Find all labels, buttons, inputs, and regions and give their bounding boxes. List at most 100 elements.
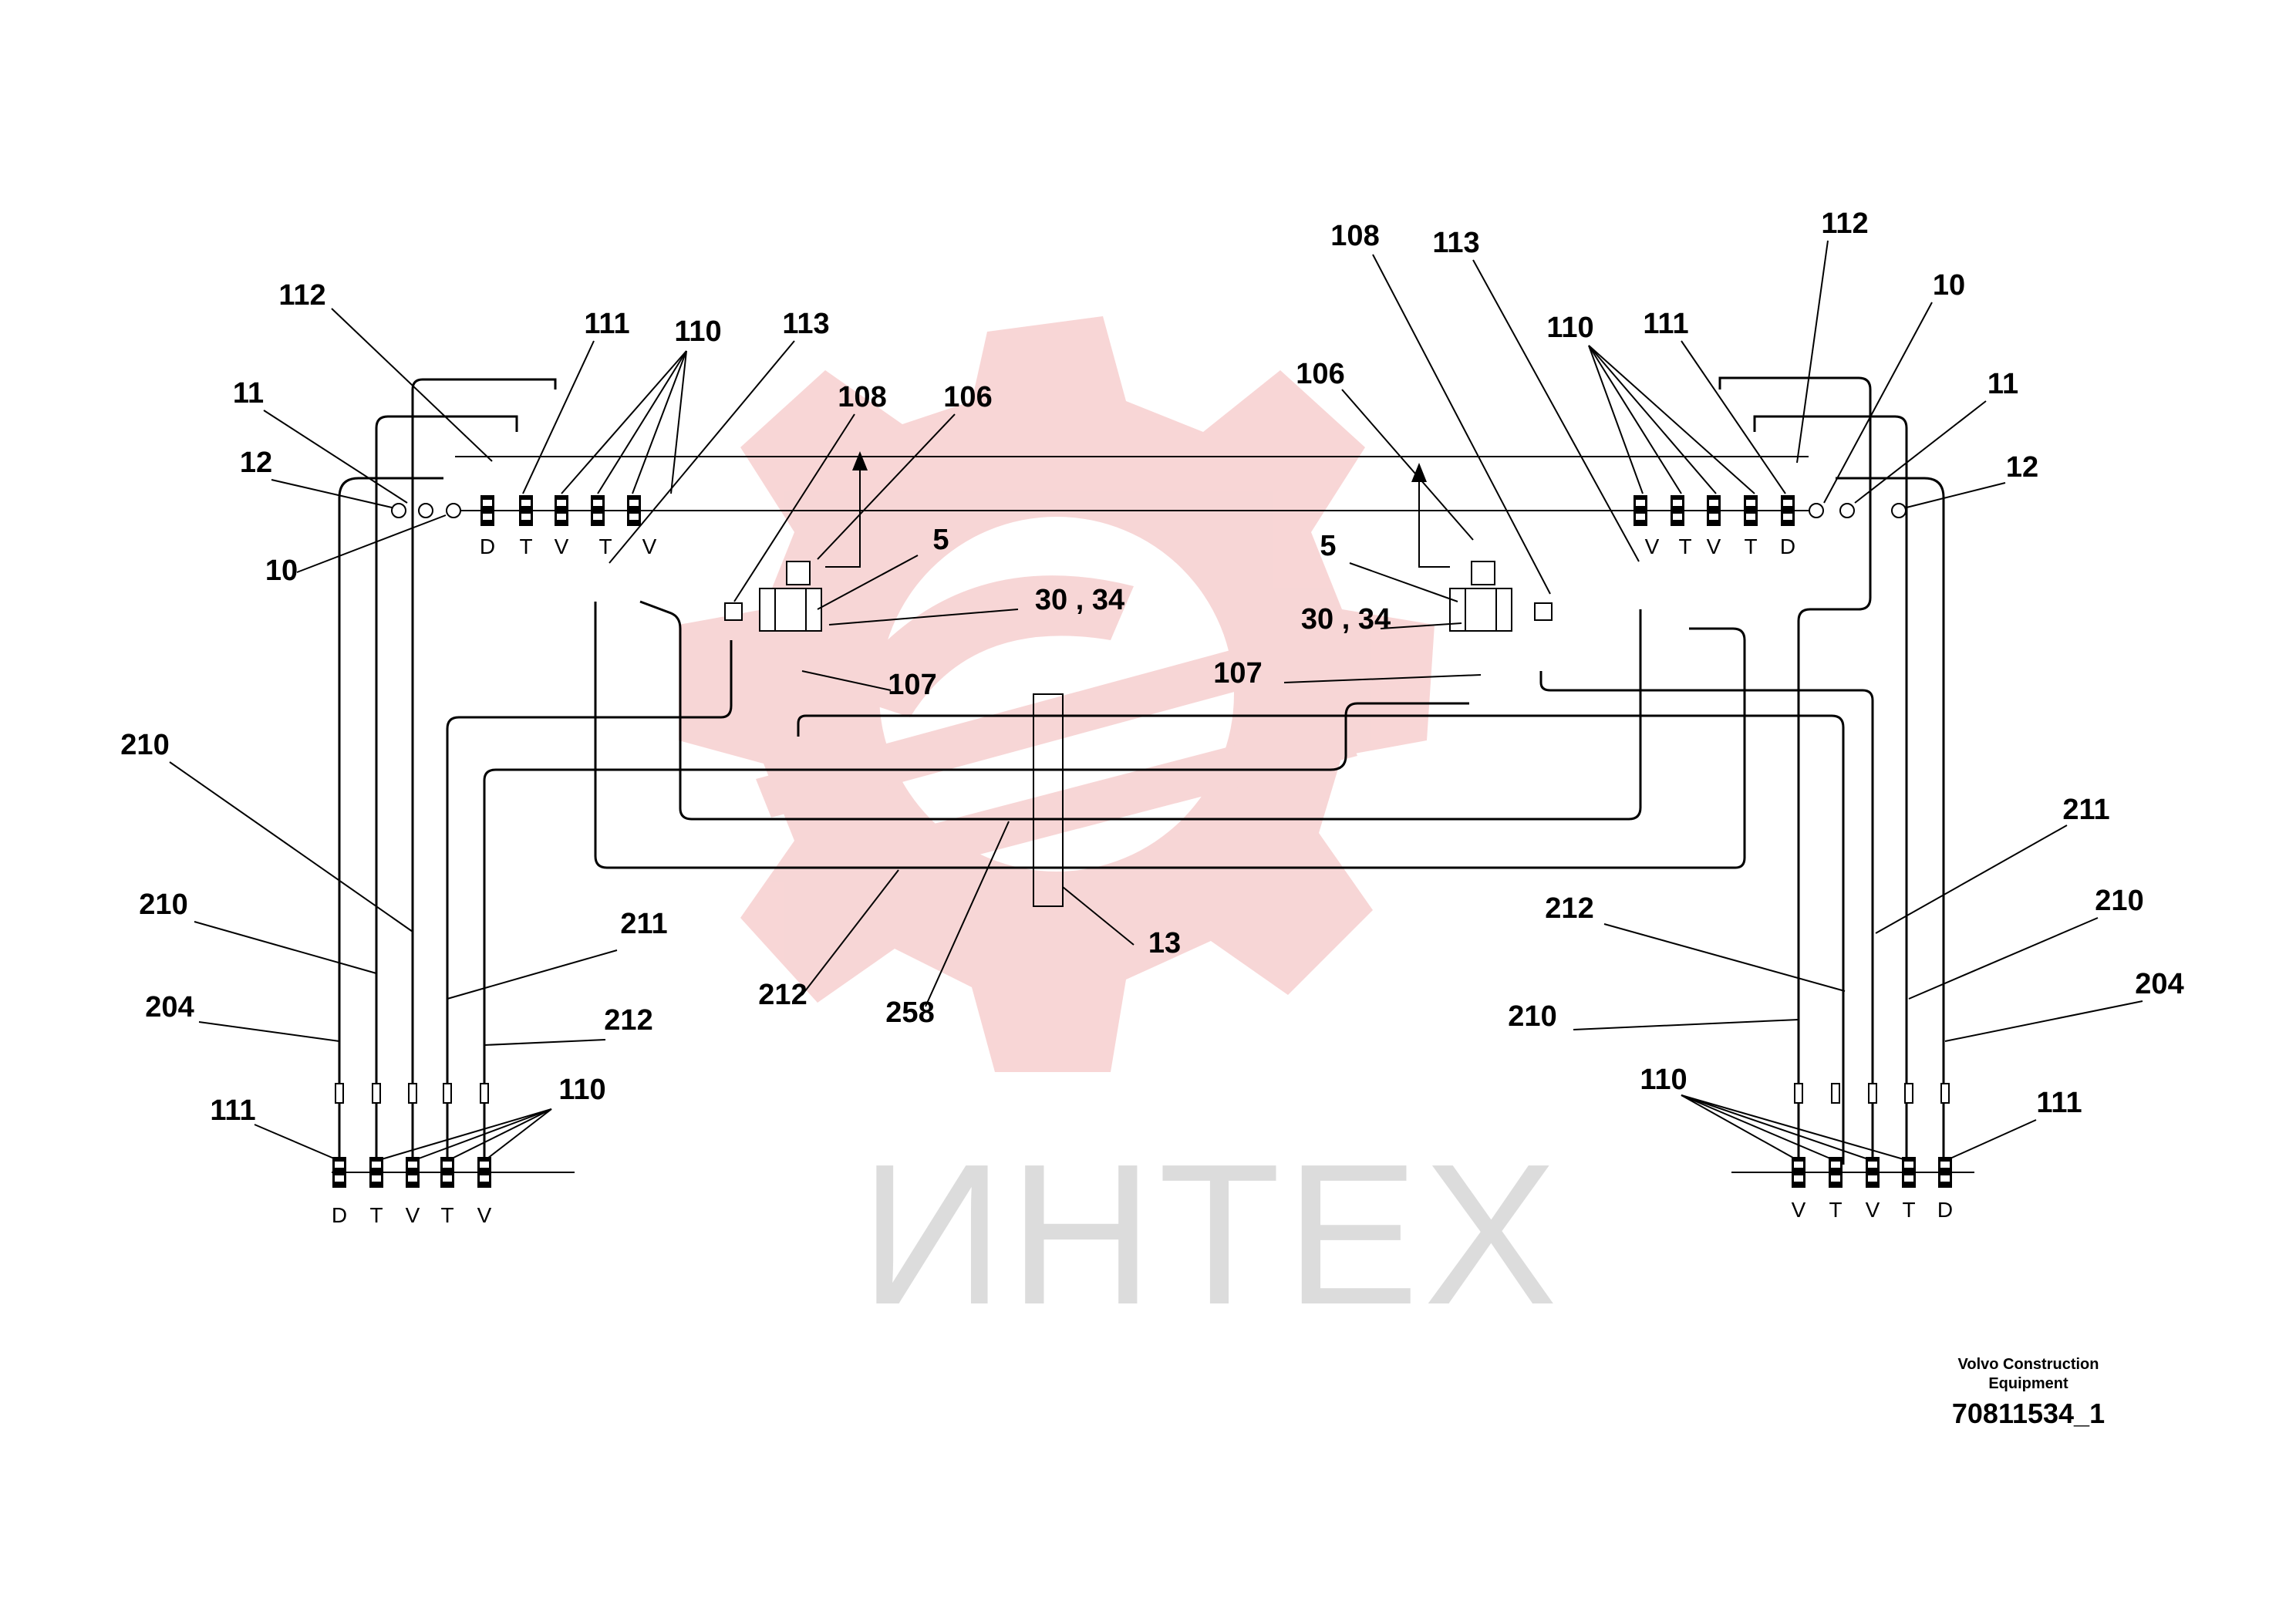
callout-label: 106 (1296, 358, 1344, 390)
leader-line (925, 821, 1010, 1007)
leader-line (1908, 917, 2099, 1000)
callout-label: 111 (1643, 308, 1688, 340)
pipe-211-right (1539, 671, 1874, 1165)
top-fittings (480, 495, 1795, 526)
leader-line (1944, 1000, 2143, 1042)
leader-line (817, 555, 919, 610)
callout-label: 111 (210, 1094, 255, 1127)
leader-line (1944, 1119, 2037, 1162)
port-circle-10-left (446, 503, 461, 518)
fitting-icon (1792, 1157, 1805, 1188)
watermark-text: ИНТЕХ (860, 1123, 1562, 1347)
leader-line (1588, 345, 1717, 494)
hose-end-icon (1831, 1083, 1840, 1104)
port-letter: T (1678, 534, 1691, 558)
pipe-113-loop (639, 600, 1642, 821)
leader-line (331, 308, 493, 462)
port-letter: T (598, 534, 612, 558)
bottom-fittings (332, 1083, 1952, 1188)
callout-label: 111 (584, 308, 629, 340)
callout-label: 11 (233, 377, 264, 410)
port-letter: D (332, 1203, 347, 1227)
company-name-line2: Equipment (1988, 1375, 2068, 1392)
fitting-icon (591, 495, 605, 526)
callout-label: 211 (620, 908, 667, 940)
callout-label: 108 (838, 381, 886, 413)
rotary-joint-13 (1033, 693, 1064, 907)
leader-line (1906, 482, 2006, 508)
fitting-icon (1707, 495, 1721, 526)
callout-label: 113 (782, 308, 829, 340)
hose-end-icon (1868, 1083, 1877, 1104)
leader-line (561, 350, 687, 494)
leader-line (1472, 259, 1640, 562)
pipe-211-left (446, 640, 733, 1165)
leader-line (254, 1124, 340, 1162)
hose-end-icon (1904, 1083, 1913, 1104)
callout-label: 112 (278, 279, 325, 312)
callout-label: 30 , 34 (1035, 584, 1124, 616)
port-letter: T (1902, 1198, 1915, 1222)
leader-line (484, 1039, 606, 1046)
arrow-106-left-line (825, 463, 861, 568)
leader-line (1875, 824, 2068, 934)
leader-line (1283, 674, 1482, 683)
callout-label: 10 (265, 555, 298, 587)
fitting-icon (1866, 1157, 1880, 1188)
callout-label: 210 (120, 729, 169, 761)
fitting-icon (1744, 495, 1758, 526)
port-circle-12-right (1891, 503, 1907, 518)
callout-label: 12 (240, 447, 272, 479)
fitting-icon (1633, 495, 1647, 526)
pipe-210-left-a (375, 415, 518, 1165)
port-letter: V (1866, 1198, 1880, 1222)
port-letter: V (642, 534, 657, 558)
callout-label: 111 (2036, 1087, 2082, 1119)
leader-line (1681, 1094, 1873, 1162)
leader-line (1341, 389, 1474, 541)
callout-label: 204 (2135, 968, 2183, 1000)
company-name-line1: Volvo Construction (1958, 1356, 2099, 1373)
callout-label: 30 , 34 (1301, 603, 1391, 636)
leader-line (194, 921, 377, 974)
port-letter: V (1645, 534, 1660, 558)
leader-line (376, 1108, 552, 1162)
hose-end-icon (335, 1083, 344, 1104)
leader-line (1854, 400, 1987, 504)
leader-line (801, 869, 899, 996)
port-letter: V (1707, 534, 1721, 558)
leader-line (828, 609, 1019, 626)
leader-line (733, 413, 855, 602)
leader-line (263, 410, 408, 504)
callout-label: 12 (2006, 451, 2038, 484)
arrow-up-icon (1411, 463, 1427, 482)
port-letter: V (406, 1203, 420, 1227)
callout-label: 212 (758, 979, 807, 1011)
leader-line (296, 514, 447, 573)
hose-end-icon (372, 1083, 381, 1104)
fitting-icon (332, 1157, 346, 1188)
fitting-icon (1781, 495, 1795, 526)
fitting-icon (406, 1157, 420, 1188)
fitting-icon (480, 495, 494, 526)
callout-label: 210 (139, 889, 187, 921)
valve-5-left (724, 561, 822, 632)
port-letter: T (369, 1203, 383, 1227)
pipe-258-loop (594, 602, 1746, 869)
callout-label: 212 (1545, 892, 1593, 925)
leader-line (1681, 340, 1786, 494)
fitting-icon (1671, 495, 1684, 526)
fitting-icon (1938, 1157, 1952, 1188)
leader-line (1681, 1094, 1799, 1162)
leader-line (169, 761, 413, 932)
leader-line (1823, 302, 1933, 504)
leader-line (447, 1108, 552, 1162)
leader-line (1681, 1094, 1910, 1162)
port-letter: T (1829, 1198, 1842, 1222)
leader-line (1588, 345, 1682, 494)
callout-label: 11 (1988, 368, 2018, 400)
leader-line (670, 350, 687, 494)
leader-line (522, 340, 595, 494)
leader-line (271, 479, 393, 508)
